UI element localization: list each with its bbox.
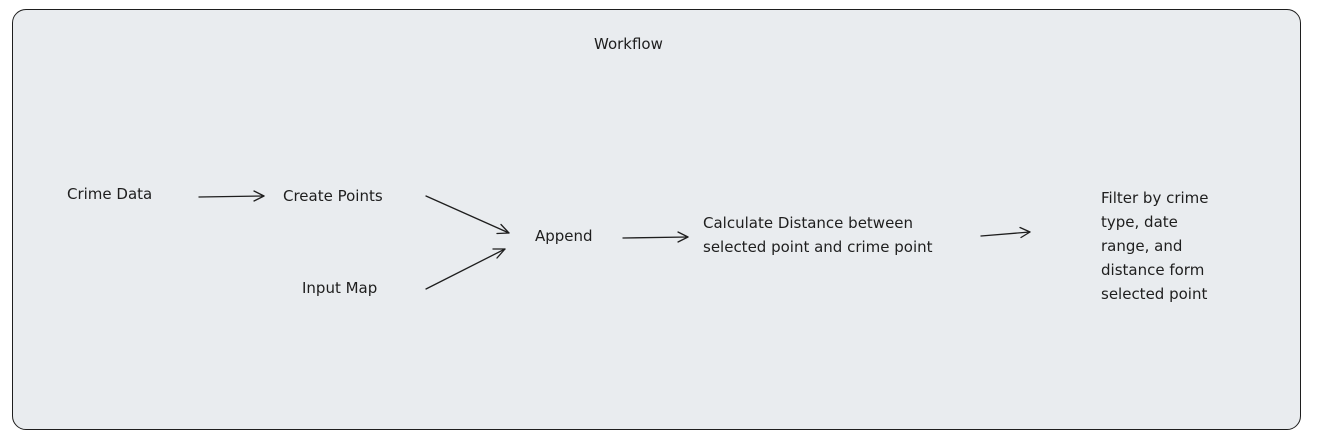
diagram-title: Workflow	[594, 35, 663, 53]
node-append: Append	[535, 227, 593, 245]
node-filter: Filter by crime type, date range, and di…	[1101, 189, 1209, 303]
node-create-points: Create Points	[283, 187, 383, 205]
node-calculate-distance: Calculate Distance between selected poin…	[703, 214, 933, 256]
node-input-map: Input Map	[302, 279, 378, 297]
workflow-frame	[12, 9, 1301, 430]
node-crime-data: Crime Data	[67, 185, 153, 203]
